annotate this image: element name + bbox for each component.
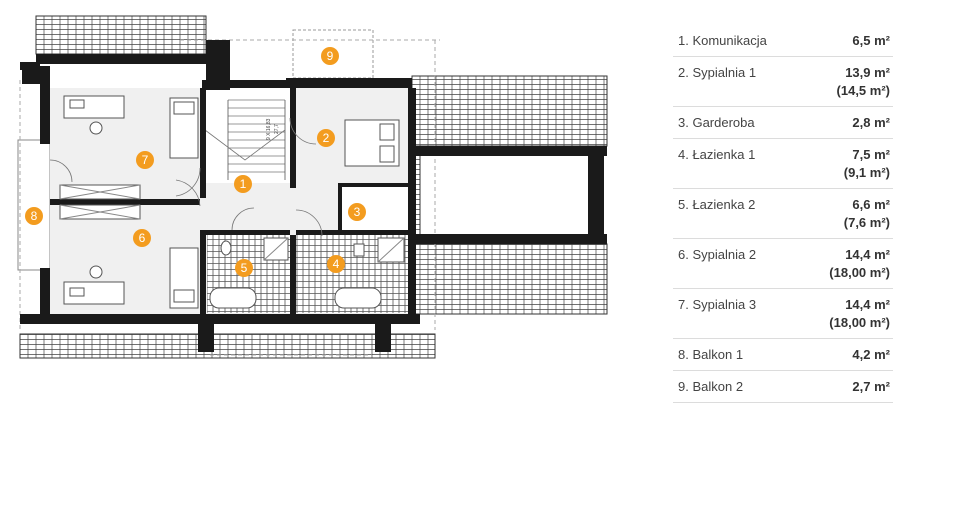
bedroom-1-furniture — [344, 119, 400, 167]
room-area-value: 4,2 m² — [852, 347, 890, 362]
room-area-value: 7,5 m² — [852, 147, 890, 162]
room-area: 13,9 m² (14,5 m²) — [810, 56, 893, 107]
room-area: 6,5 m² — [810, 25, 893, 57]
room-name: 3. Garderoba — [673, 106, 810, 139]
svg-text:4: 4 — [333, 257, 340, 271]
room-area-note: (14,5 m²) — [836, 83, 890, 98]
staircase — [204, 99, 286, 180]
walls — [20, 40, 607, 352]
room-area: 2,7 m² — [810, 370, 893, 403]
room-row: 6. Sypialnia 2 14,4 m² (18,00 m²) — [673, 238, 893, 289]
room-area-value: 14,4 m² — [845, 247, 890, 262]
roof-bottom — [19, 333, 436, 359]
room-area-value: 13,9 m² — [845, 65, 890, 80]
room-area: 4,2 m² — [810, 338, 893, 371]
marker-4: 4 — [327, 255, 345, 273]
room-name: 9. Balkon 2 — [673, 370, 810, 403]
roof-right-lower — [411, 243, 608, 315]
floor-plan: 9 X 16,83 27,7 — [17, 15, 608, 359]
roof-top-left — [35, 15, 207, 55]
room-row: 1. Komunikacja 6,5 m² — [673, 25, 893, 57]
room-area-value: 6,6 m² — [852, 197, 890, 212]
svg-text:1: 1 — [240, 177, 247, 191]
room-row: 4. Łazienka 1 7,5 m² (9,1 m²) — [673, 138, 893, 189]
room-area-note: (9,1 m²) — [843, 165, 890, 180]
svg-text:8: 8 — [31, 209, 38, 223]
room-area-note: (18,00 m²) — [829, 315, 890, 330]
room-row: 7. Sypialnia 3 14,4 m² (18,00 m²) — [673, 288, 893, 339]
stair-well — [205, 88, 291, 183]
marker-5: 5 — [235, 259, 253, 277]
room-row: 9. Balkon 2 2,7 m² — [673, 370, 893, 403]
bath-fixtures — [209, 237, 405, 309]
room-name: 7. Sypialnia 3 — [673, 288, 810, 339]
room-name: 8. Balkon 1 — [673, 338, 810, 371]
room-area-value: 6,5 m² — [852, 33, 890, 48]
stair-label-2: 27,7 — [274, 124, 280, 134]
roof-top-right — [411, 75, 608, 147]
room-area-value: 14,4 m² — [845, 297, 890, 312]
room-name: 2. Sypialnia 1 — [673, 56, 810, 107]
room-area: 7,5 m² (9,1 m²) — [810, 138, 893, 189]
marker-3: 3 — [348, 203, 366, 221]
bedroom-2-furniture — [59, 204, 199, 309]
marker-6: 6 — [133, 229, 151, 247]
room-row: 3. Garderoba 2,8 m² — [673, 106, 893, 139]
room-area-value: 2,8 m² — [852, 115, 890, 130]
room-area-value: 2,7 m² — [852, 379, 890, 394]
room-area: 2,8 m² — [810, 106, 893, 139]
svg-text:9: 9 — [327, 49, 334, 63]
marker-9: 9 — [321, 47, 339, 65]
doors — [49, 117, 323, 237]
svg-text:5: 5 — [241, 261, 248, 275]
svg-text:6: 6 — [139, 231, 146, 245]
room-area: 6,6 m² (7,6 m²) — [810, 188, 893, 239]
balcony-1-outline — [17, 139, 51, 271]
room-row: 8. Balkon 1 4,2 m² — [673, 338, 893, 371]
stair-label: 9 X 16,83 — [266, 118, 272, 140]
room-row: 5. Łazienka 2 6,6 m² (7,6 m²) — [673, 188, 893, 239]
room-name: 5. Łazienka 2 — [673, 188, 810, 239]
marker-1: 1 — [234, 175, 252, 193]
svg-text:3: 3 — [354, 205, 361, 219]
bedroom-3-furniture — [59, 95, 199, 200]
marker-2: 2 — [317, 129, 335, 147]
marker-8: 8 — [25, 207, 43, 225]
room-area: 14,4 m² (18,00 m²) — [810, 288, 893, 339]
svg-text:2: 2 — [323, 131, 330, 145]
room-area-note: (7,6 m²) — [843, 215, 890, 230]
room-name: 6. Sypialnia 2 — [673, 238, 810, 289]
room-name: 1. Komunikacja — [673, 25, 810, 57]
room-name: 4. Łazienka 1 — [673, 138, 810, 189]
svg-text:7: 7 — [142, 153, 149, 167]
room-row: 2. Sypialnia 1 13,9 m² (14,5 m²) — [673, 56, 893, 107]
room-area-note: (18,00 m²) — [829, 265, 890, 280]
room-area: 14,4 m² (18,00 m²) — [810, 238, 893, 289]
marker-7: 7 — [136, 151, 154, 169]
